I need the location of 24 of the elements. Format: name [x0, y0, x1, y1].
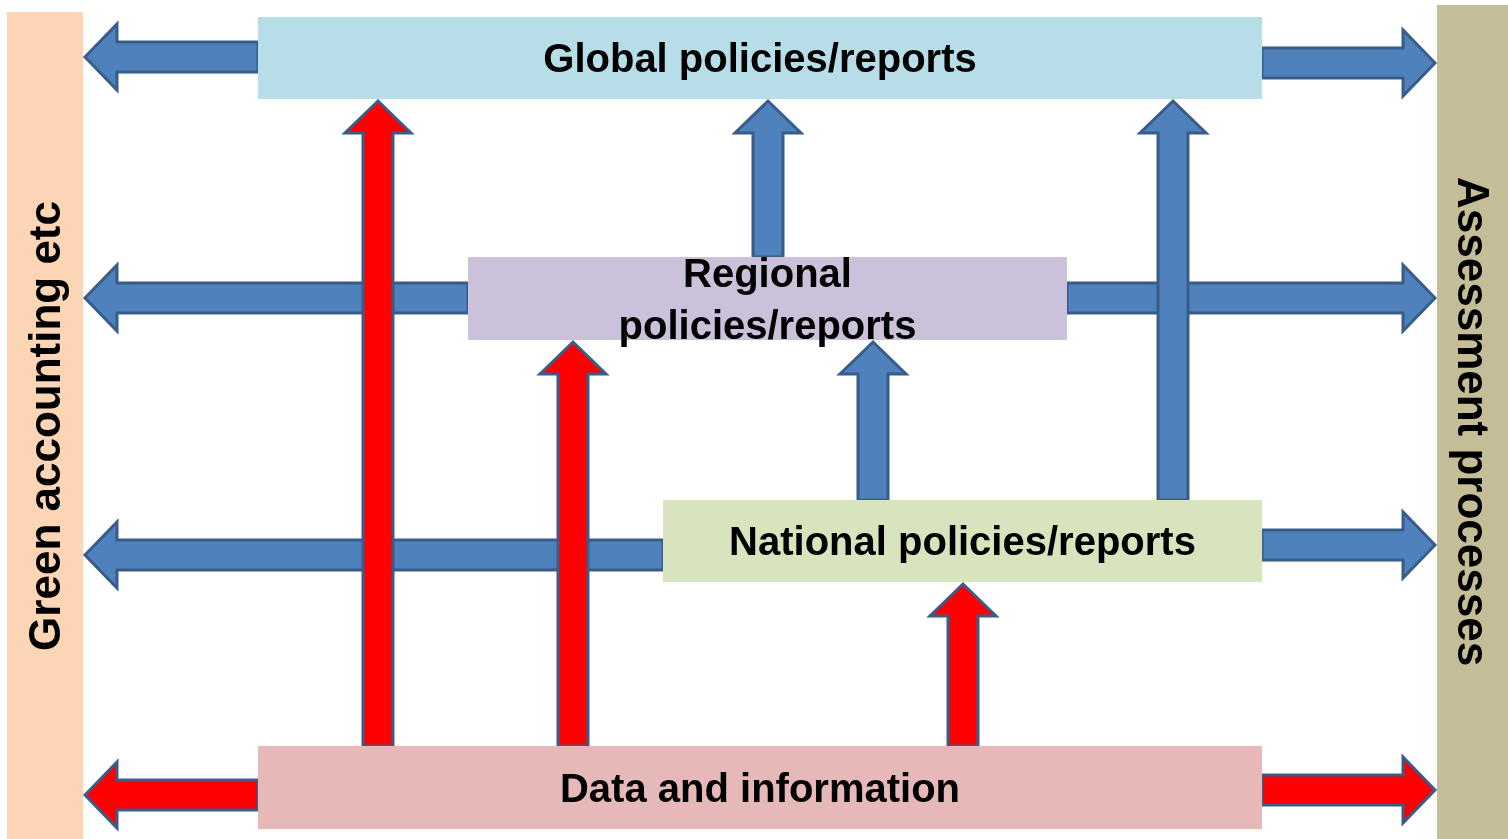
block-arrow	[536, 339, 610, 748]
box-label: National policies/reports	[729, 518, 1196, 564]
block-arrow	[1260, 508, 1438, 582]
block-arrow	[1136, 98, 1210, 502]
box-label: Global policies/reports	[543, 35, 977, 81]
band-label: Green accounting etc	[19, 200, 70, 651]
block-arrow	[731, 98, 805, 259]
block-arrow	[82, 758, 260, 832]
block-arrow	[836, 339, 910, 502]
level-box	[258, 746, 1262, 829]
level-box	[663, 500, 1262, 582]
block-arrow	[1260, 26, 1438, 100]
box-label: Data and information	[560, 764, 960, 811]
block-arrow	[82, 20, 260, 94]
level-box	[258, 17, 1262, 99]
block-arrow	[341, 98, 415, 748]
block-arrow	[82, 261, 470, 335]
block-arrow	[926, 581, 1000, 748]
block-arrow	[1065, 261, 1438, 335]
block-arrow	[1260, 753, 1438, 827]
box-label: Regional policies/reports	[617, 249, 918, 349]
side-band	[7, 12, 83, 839]
band-label: Assessment processes	[1447, 177, 1498, 667]
side-band	[1437, 5, 1508, 839]
